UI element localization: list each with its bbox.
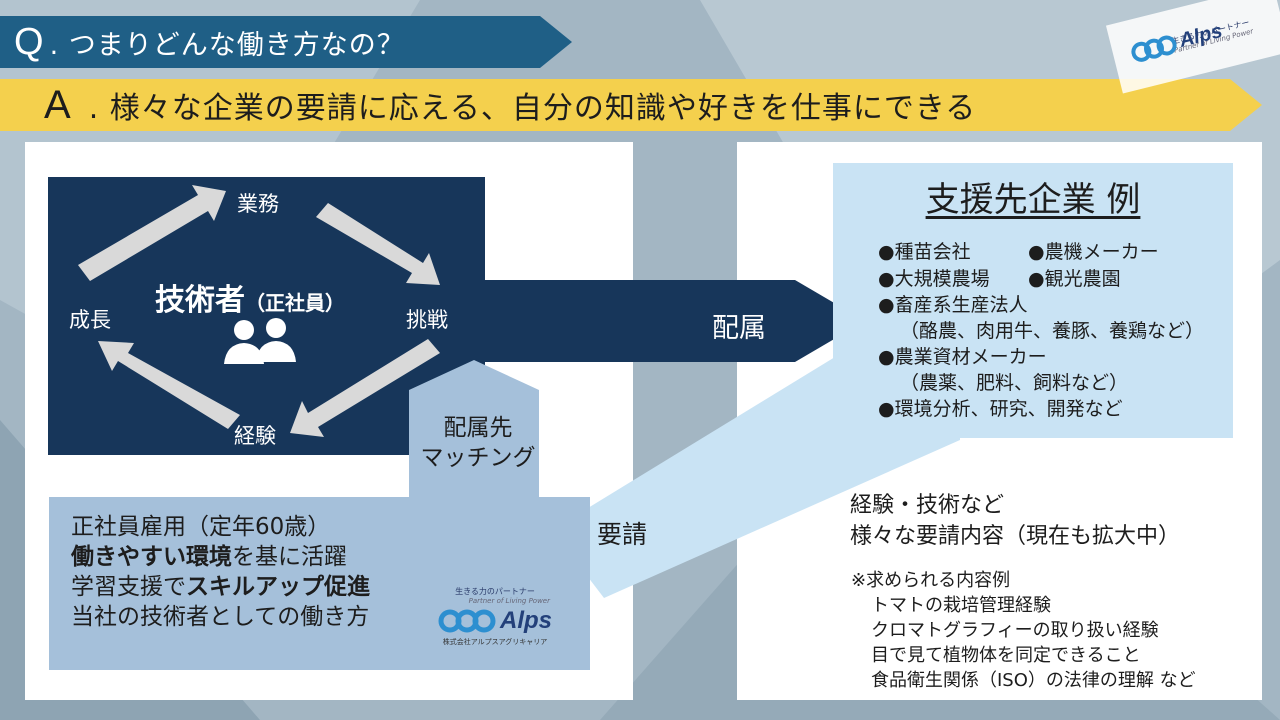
request-summary-line2: 様々な要請内容（現在も拡大中） xyxy=(850,524,1181,549)
employment-line2-bold: 働きやすい環境 xyxy=(71,544,232,570)
question-banner: Q . つまりどんな働き方なの？ xyxy=(0,16,572,68)
matching-title: 配属先 マッチング xyxy=(411,413,545,473)
logo-word-bottom: Alps xyxy=(499,607,552,634)
request-label: 要請 xyxy=(597,520,648,549)
answer-text: . 様々な企業の要請に応える、自分の知識や好きを仕事にできる xyxy=(88,91,977,126)
logo-tagline-bottom: 生きる力のパートナー xyxy=(455,587,535,596)
companies-title: 支援先企業 例 xyxy=(925,180,1141,220)
alps-logo-top: 生きる力のパートナー Partner of Living Power Alps xyxy=(1105,0,1280,94)
question-letter: Q xyxy=(14,20,44,63)
employment-line2-rest: を基に活躍 xyxy=(232,544,347,570)
question-text: . つまりどんな働き方なの？ xyxy=(49,29,405,61)
logo-wordmark: Alps xyxy=(1129,20,1225,65)
company-item: ●観光農園 xyxy=(1028,268,1121,290)
employment-line3: 学習支援でスキルアップ促進 xyxy=(71,572,370,602)
request-example: クロマトグラフィーの取り扱い経験 xyxy=(871,620,1159,641)
cycle-challenge: 挑戦 xyxy=(406,308,448,332)
people-icon xyxy=(224,318,296,364)
logo-word: Alps xyxy=(1177,20,1225,52)
alps-logo-bottom: 生きる力のパートナー Partner of Living Power Alps … xyxy=(430,586,560,656)
logo-rings-icon xyxy=(438,609,496,633)
employment-line3-bold: スキルアップ促進 xyxy=(186,574,370,600)
company-item-detail: （農薬、肥料、飼料など） xyxy=(900,372,1129,394)
employment-details: 正社員雇用（定年60歳） 働きやすい環境を基に活躍 学習支援でスキルアップ促進 … xyxy=(71,512,370,632)
engineer-label: 技術者 xyxy=(155,283,245,318)
logo-tagline-en-bottom: Partner of Living Power xyxy=(468,597,550,605)
employment-line1: 正社員雇用（定年60歳） xyxy=(71,514,331,540)
request-example: 目で見て植物体を同定できること xyxy=(871,645,1141,666)
logo-rings-icon xyxy=(1131,35,1177,62)
assignment-label: 配属 xyxy=(712,313,766,344)
company-item: ●大規模農場 xyxy=(878,268,990,290)
cycle-experience: 経験 xyxy=(234,424,276,448)
company-item: ●農機メーカー xyxy=(1028,241,1159,263)
engineer-sub: （正社員） xyxy=(245,291,345,315)
assignment-arrow xyxy=(400,280,865,362)
request-examples: ※求められる内容例 トマトの栽培管理経験 クロマトグラフィーの取り扱い経験 目で… xyxy=(851,568,1196,693)
request-example: 食品衛生関係（ISO）の法律の理解 など xyxy=(871,670,1196,691)
employment-line3-start: 学習支援で xyxy=(71,574,186,600)
company-item: ●畜産系生産法人 xyxy=(878,294,1028,316)
request-note: ※求められる内容例 xyxy=(851,570,1011,591)
company-item-detail: （酪農、肉用牛、養豚、養鶏など） xyxy=(900,320,1205,342)
request-example: トマトの栽培管理経験 xyxy=(871,595,1051,616)
logo-wordmark-bottom: Alps xyxy=(430,607,560,635)
cycle-work: 業務 xyxy=(237,192,279,216)
cycle-growth: 成長 xyxy=(69,308,111,332)
company-item: ●農業資材メーカー xyxy=(878,346,1047,368)
cycle-arrows xyxy=(78,185,440,437)
company-item: ●種苗会社 xyxy=(878,241,971,263)
employment-line2: 働きやすい環境を基に活躍 xyxy=(71,542,370,572)
matching-title-line1: 配属先 xyxy=(443,415,513,441)
logo-company: 株式会社アルプスアグリキャリア xyxy=(442,638,548,646)
answer-banner: A . 様々な企業の要請に応える、自分の知識や好きを仕事にできる xyxy=(0,79,1262,131)
engineer-title: 技術者（正社員） xyxy=(155,275,345,319)
request-summary-line1: 経験・技術など xyxy=(850,493,1005,518)
matching-title-line2: マッチング xyxy=(420,445,536,471)
company-item: ●環境分析、研究、開発など xyxy=(878,398,1123,420)
request-summary: 経験・技術など 様々な要請内容（現在も拡大中） xyxy=(850,490,1180,552)
employment-line4: 当社の技術者としての働き方 xyxy=(71,604,370,630)
answer-letter: A xyxy=(44,82,71,127)
companies-box xyxy=(833,163,1233,438)
